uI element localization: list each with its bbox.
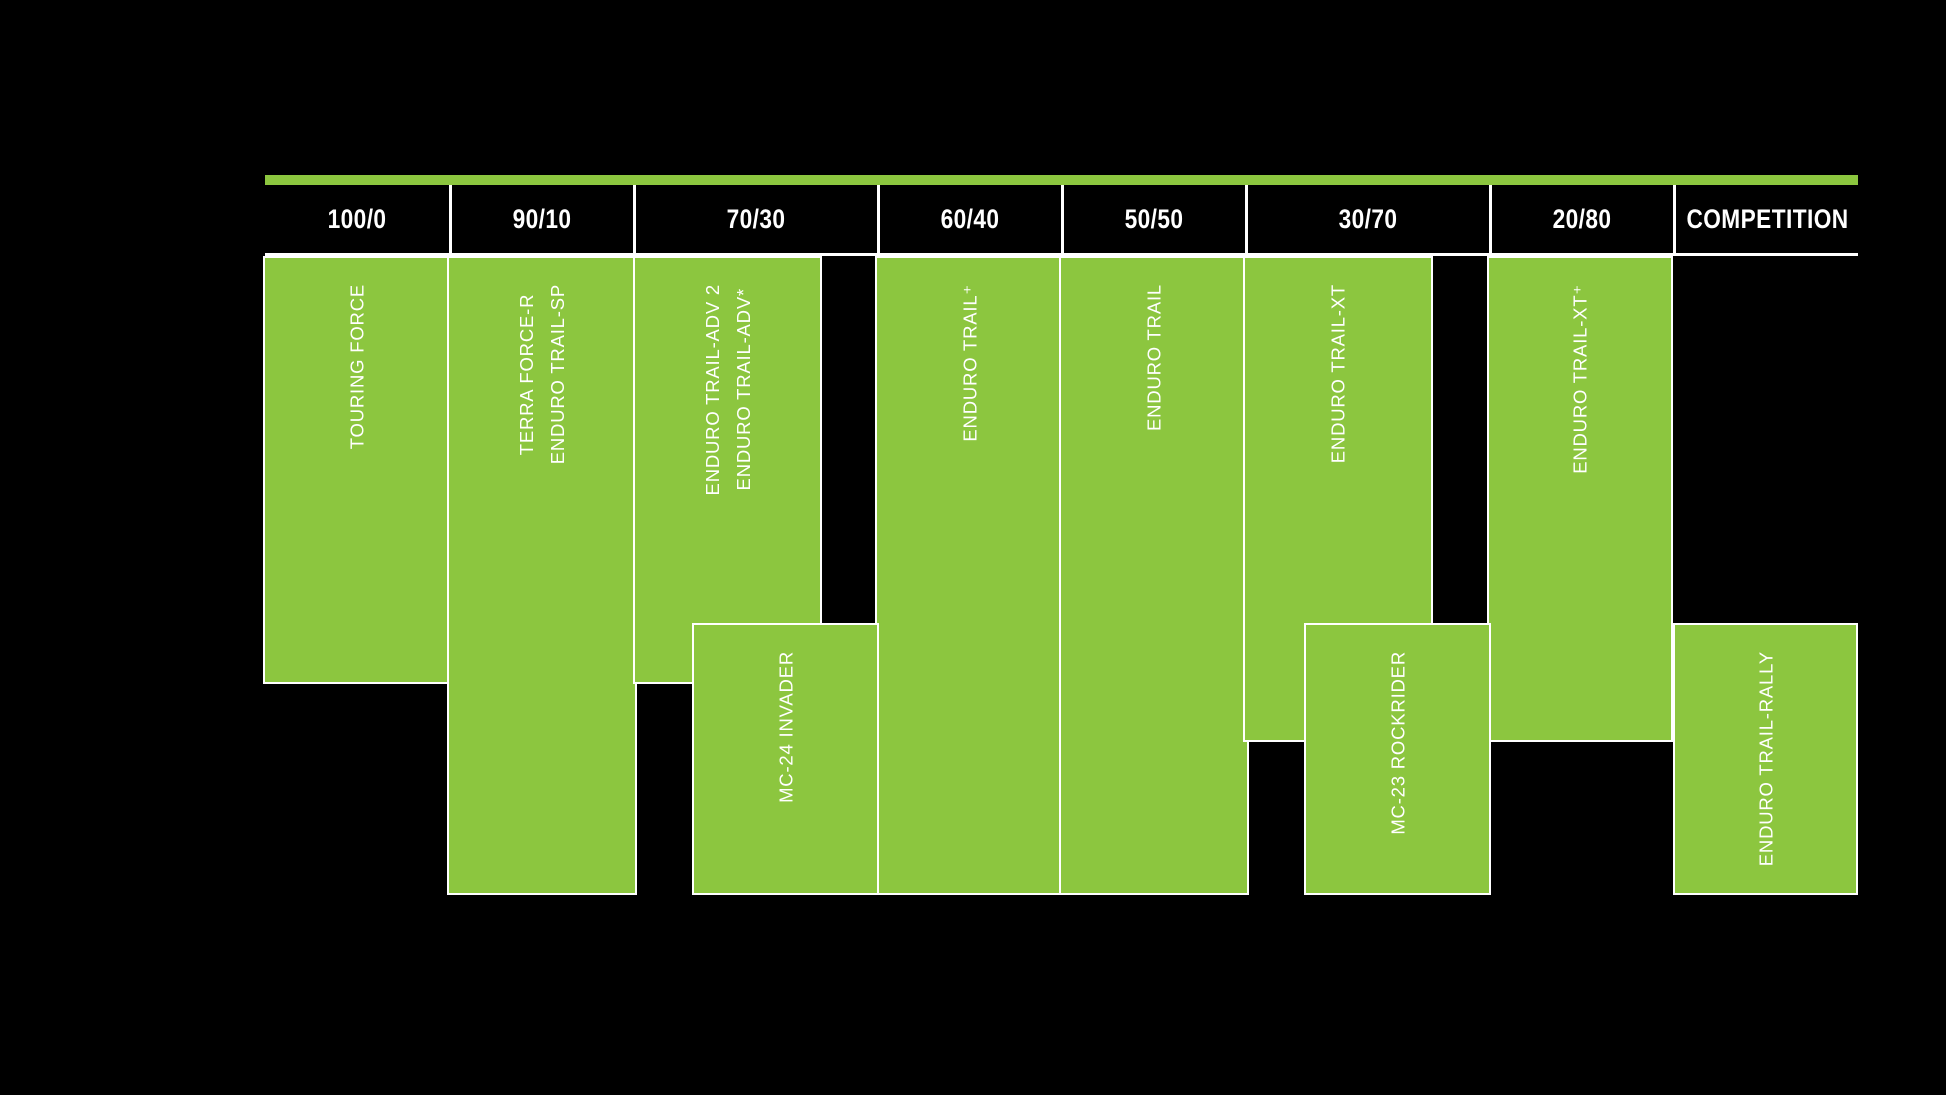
block-terra-force-r: TERRA FORCE-R ENDURO TRAIL-SP xyxy=(447,256,637,895)
column-header-90-10: 90/10 xyxy=(449,185,633,253)
column-header-label: COMPETITION xyxy=(1685,203,1849,234)
block-label: ENDURO TRAIL-ADV 2 ENDURO TRAIL-ADV* xyxy=(701,284,754,496)
column-header-20-80: 20/80 xyxy=(1489,185,1673,253)
block-touring-force: TOURING FORCE xyxy=(263,256,451,684)
block-label: ENDURO TRAIL-RALLY xyxy=(1755,651,1776,867)
block-mc-24-invader: MC-24 INVADER xyxy=(692,623,879,895)
block-label: ENDURO TRAIL xyxy=(1143,284,1165,432)
block-enduro-trail-adv: ENDURO TRAIL-ADV 2 ENDURO TRAIL-ADV* xyxy=(633,256,822,684)
block-label: ENDURO TRAIL⁺ xyxy=(959,284,981,442)
block-mc-23-rockrider: MC-23 ROCKRIDER xyxy=(1304,623,1491,895)
block-enduro-trail-xt-plus: ENDURO TRAIL-XT⁺ xyxy=(1487,256,1673,742)
column-header-30-70: 30/70 xyxy=(1245,185,1489,253)
block-label: TOURING FORCE xyxy=(346,284,368,450)
column-header-label: 100/0 xyxy=(327,203,387,234)
block-enduro-trail-plus: ENDURO TRAIL⁺ xyxy=(875,256,1065,895)
column-header-60-40: 60/40 xyxy=(877,185,1061,253)
block-label: ENDURO TRAIL-XT⁺ xyxy=(1569,284,1591,474)
block-label: MC-24 INVADER xyxy=(775,651,796,803)
column-header-label: 90/10 xyxy=(513,203,572,234)
top-accent-bar xyxy=(265,175,1858,185)
column-header-70-30: 70/30 xyxy=(633,185,877,253)
column-header-100-0: 100/0 xyxy=(265,185,449,253)
column-header-label: 20/80 xyxy=(1553,203,1612,234)
column-header-50-50: 50/50 xyxy=(1061,185,1245,253)
column-header-label: 50/50 xyxy=(1125,203,1184,234)
block-enduro-trail: ENDURO TRAIL xyxy=(1059,256,1249,895)
block-label: MC-23 ROCKRIDER xyxy=(1387,651,1408,835)
column-header-label: 70/30 xyxy=(727,203,786,234)
column-header-competition: COMPETITION xyxy=(1673,185,1858,253)
block-label: ENDURO TRAIL-XT xyxy=(1327,284,1349,464)
header-row: 100/0 90/10 70/30 60/40 50/50 30/70 20/8… xyxy=(265,185,1858,256)
column-header-label: 60/40 xyxy=(941,203,1000,234)
column-header-label: 30/70 xyxy=(1339,203,1398,234)
block-label: TERRA FORCE-R ENDURO TRAIL-SP xyxy=(516,284,568,465)
block-enduro-trail-rally: ENDURO TRAIL-RALLY xyxy=(1673,623,1858,895)
